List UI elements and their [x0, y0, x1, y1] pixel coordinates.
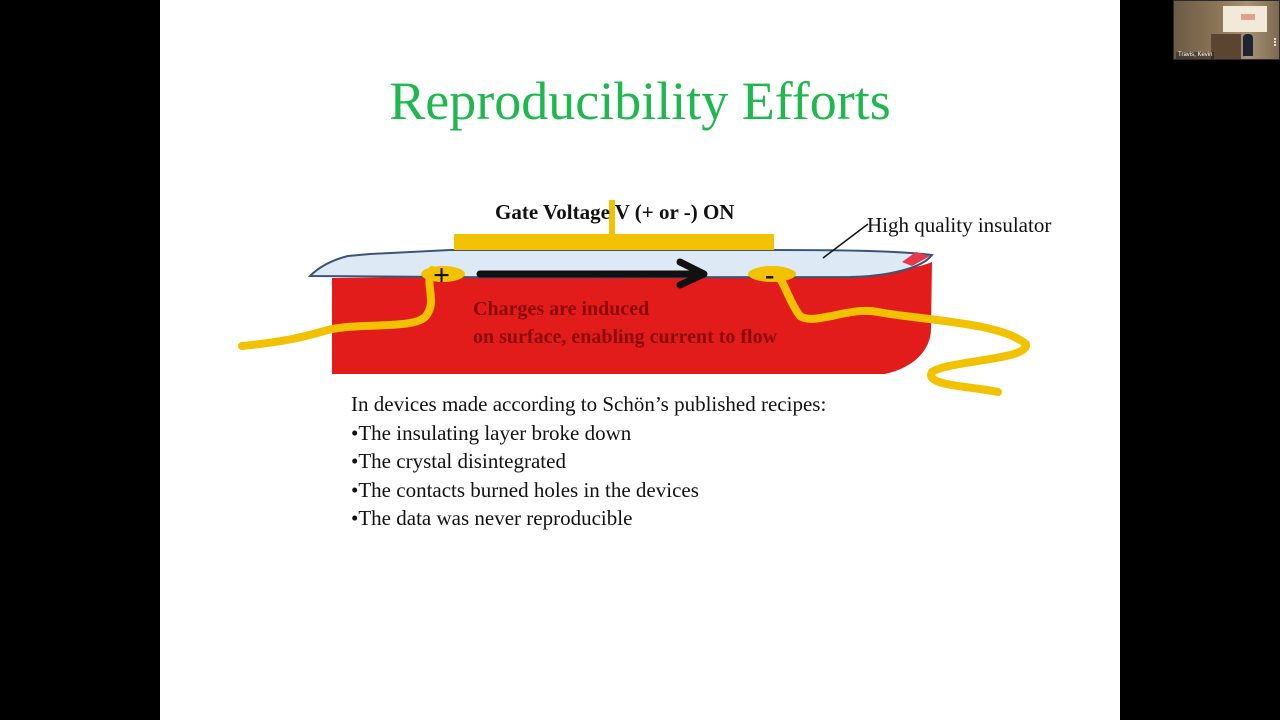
thumbnail-frame	[1173, 0, 1280, 60]
speaker-figure	[1243, 34, 1253, 56]
gate-electrode	[454, 234, 774, 250]
gate-lead	[609, 200, 615, 236]
menu-dots-icon[interactable]	[1272, 38, 1278, 46]
presentation-slide: Reproducibility Efforts Gate Voltage V (…	[160, 0, 1120, 720]
findings-bullet: •The crystal disintegrated	[351, 449, 566, 474]
findings-bullet: •The insulating layer broke down	[351, 420, 632, 445]
right-wire	[772, 270, 1030, 396]
participant-video-thumbnail[interactable]: Travis, Kevin	[1173, 0, 1280, 60]
induced-charge-text-line2: on surface, enabling current to flow	[473, 326, 778, 348]
minus-sign: -	[765, 260, 774, 291]
podium	[1211, 34, 1241, 60]
plus-sign: +	[433, 259, 450, 292]
drain-contact	[748, 266, 796, 282]
fet-diagram: Gate Voltage V (+ or -) ON High quality …	[238, 200, 1051, 396]
insulator-edge-mark	[902, 252, 930, 266]
insulator-pointer-line	[822, 223, 869, 259]
projector-image	[1241, 14, 1255, 20]
left-wire	[238, 266, 436, 350]
slide-title: Reproducibility Efforts	[389, 71, 891, 131]
current-arrowhead	[676, 258, 708, 289]
insulator-label: High quality insulator	[867, 213, 1051, 237]
findings-bullet: •The contacts burned holes in the device…	[351, 477, 699, 502]
findings-bullet: •The data was never reproducible	[351, 506, 633, 531]
gate-voltage-label: Gate Voltage V (+ or -) ON	[495, 200, 734, 224]
source-contact	[421, 266, 465, 282]
findings-intro: In devices made according to Schön’s pub…	[351, 392, 827, 416]
findings-list: In devices made according to Schön’s pub…	[351, 390, 826, 533]
induced-charge-text-line1: Charges are induced	[473, 298, 649, 320]
participant-name-label: Travis, Kevin	[1176, 52, 1215, 59]
